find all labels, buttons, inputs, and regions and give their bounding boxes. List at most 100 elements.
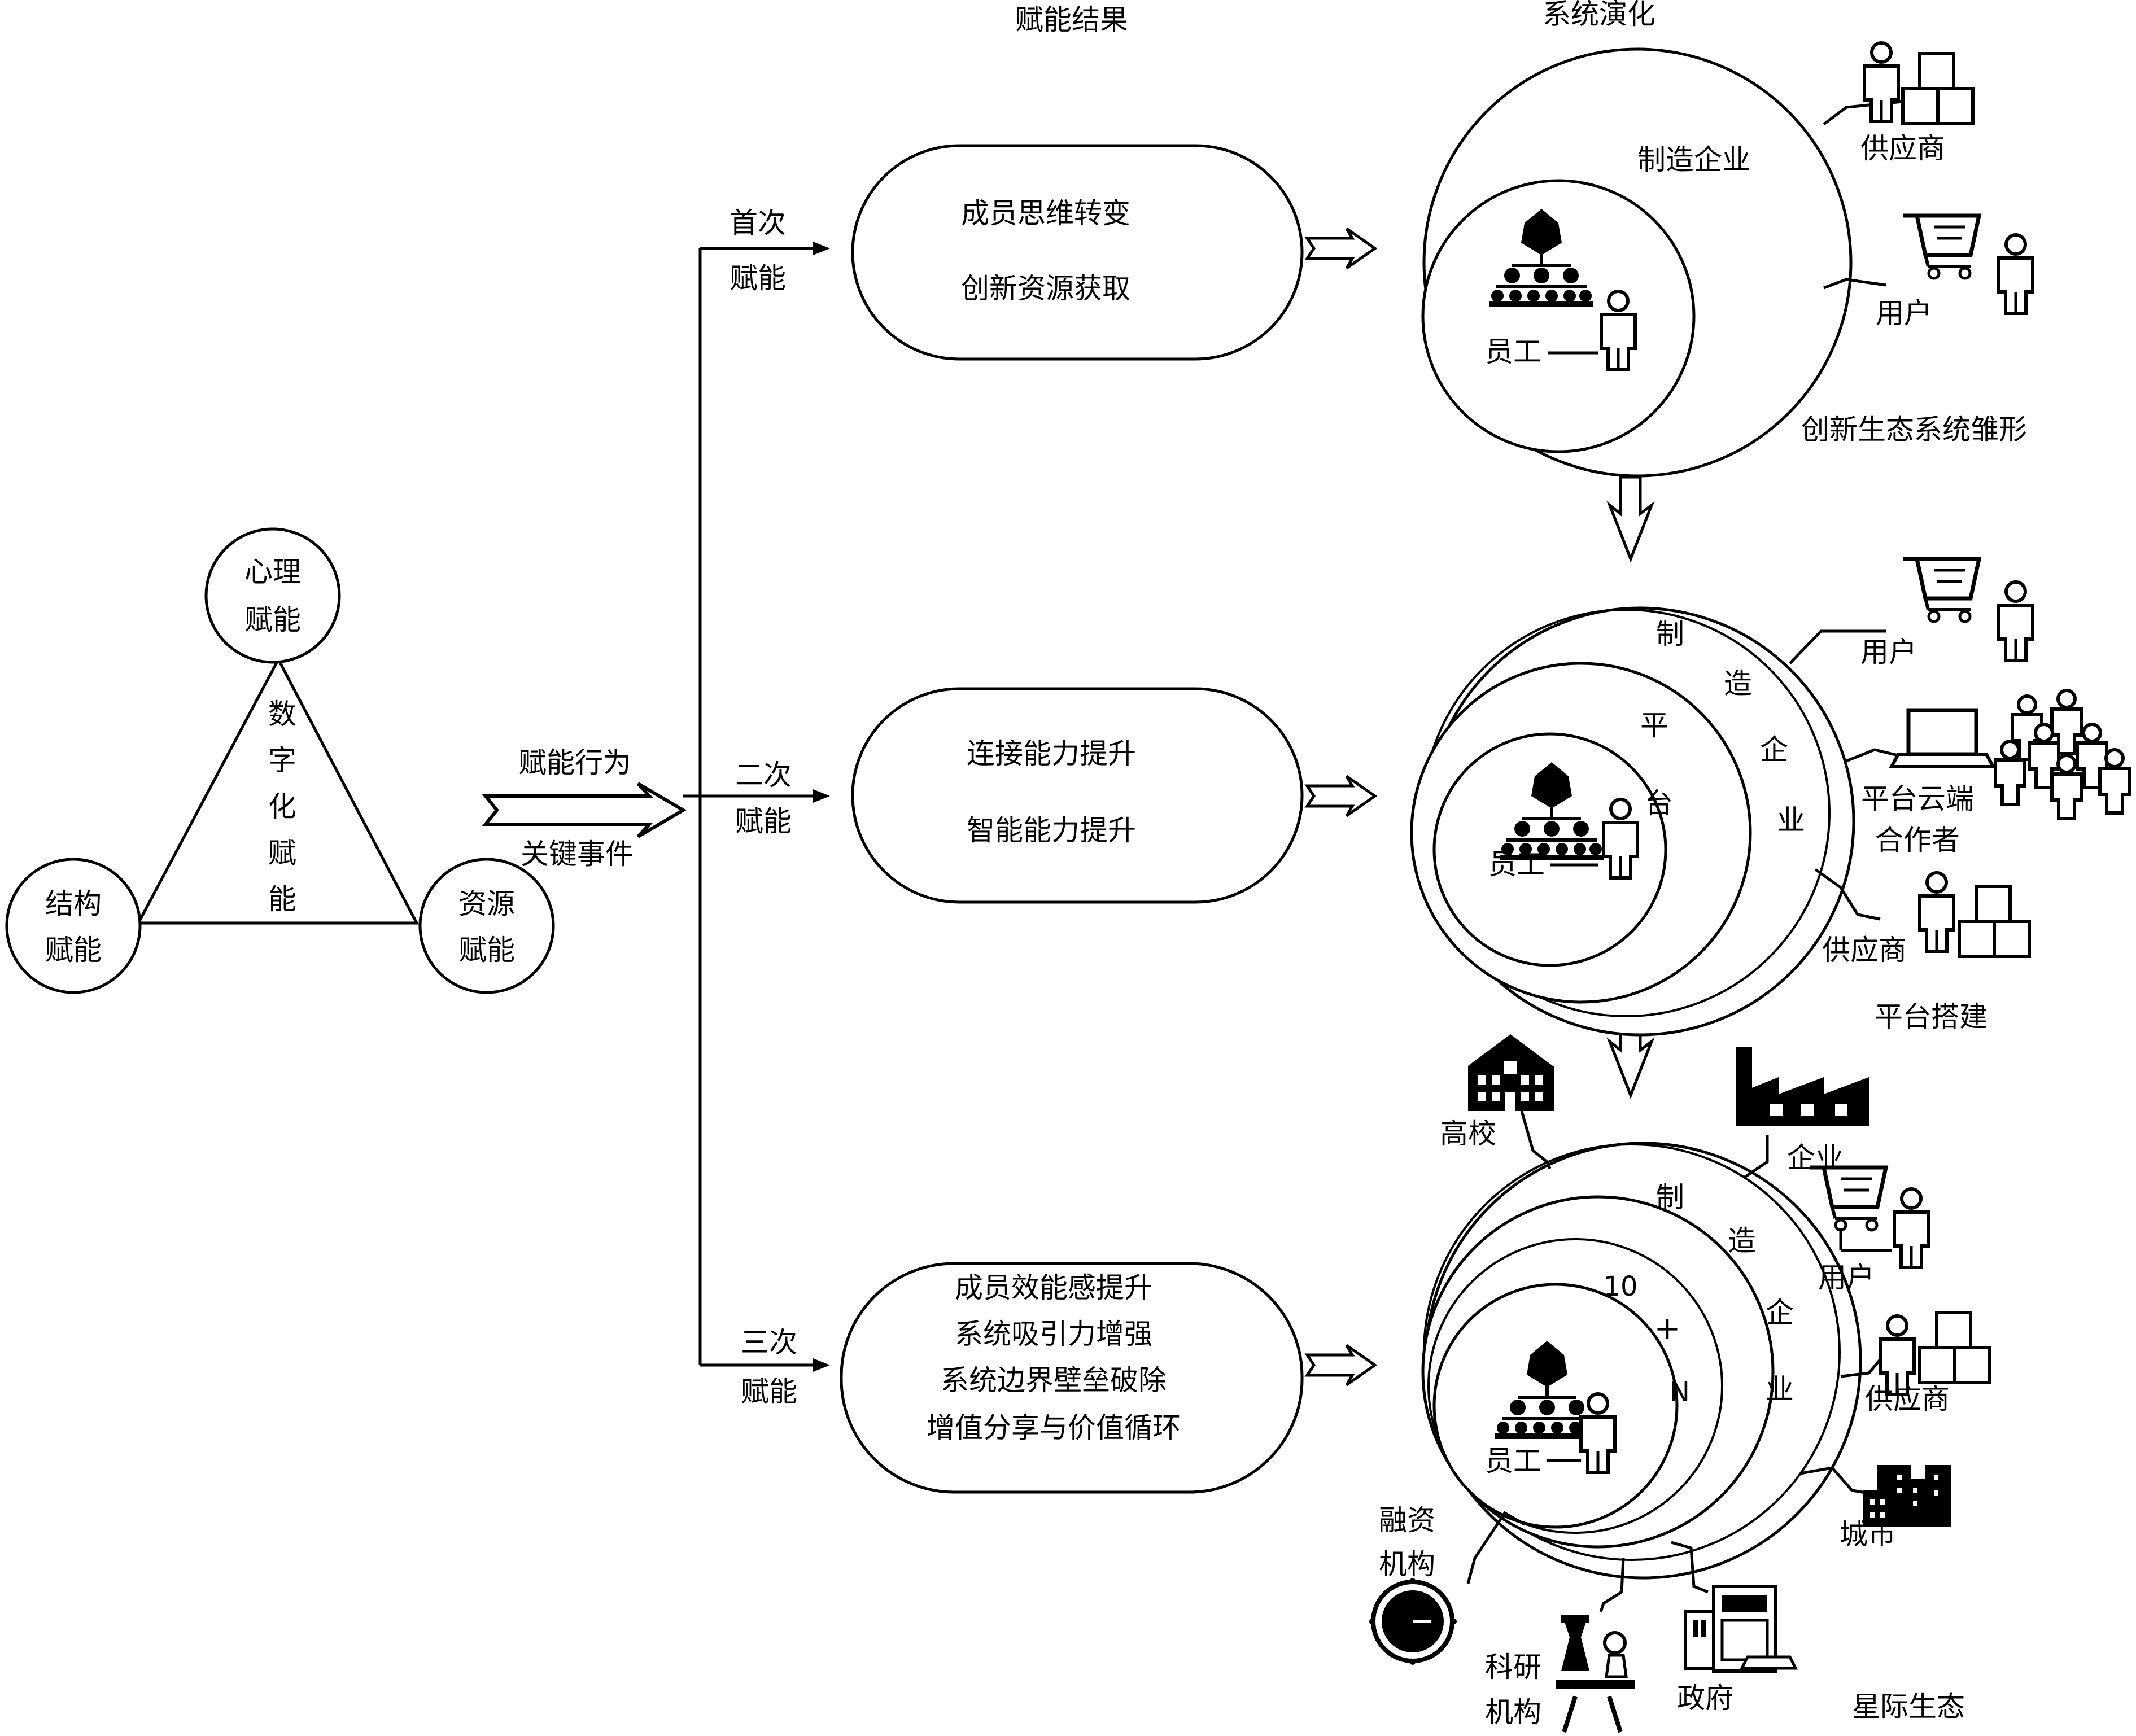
center-char-4: 赋 [268, 837, 296, 869]
microscope-icon [1556, 1615, 1635, 1733]
system2-inner-circle [1432, 732, 1667, 967]
system2-cloud-label-2: 合作者 [1875, 824, 1960, 856]
results-header: 赋能结果 [1015, 3, 1128, 36]
system3-middle-char-2: + [1654, 1310, 1681, 1347]
stage1-label-2: 赋能 [730, 262, 786, 295]
system2-supplier-boxes-icon [1959, 886, 2029, 956]
stage3-label-1: 三次 [741, 1326, 797, 1359]
stage2-label-1: 二次 [735, 759, 792, 792]
psychological-label-1: 心理 [244, 556, 301, 588]
psychological-node [204, 527, 341, 664]
system3-middle-char-3: N [1670, 1376, 1690, 1408]
research-connector [1599, 1558, 1625, 1612]
system2-supplier-label: 供应商 [1822, 934, 1907, 967]
stage2-result-1: 连接能力提升 [967, 737, 1136, 770]
action-arrow: 赋能行为 关键事件 [482, 746, 687, 871]
stage3-results-box [840, 1262, 1304, 1494]
branch-arrowhead-1 [813, 242, 830, 255]
stage1-label-1: 首次 [730, 207, 786, 239]
resource-label-1: 资源 [458, 887, 515, 920]
system2-middle-char-1: 平 [1640, 709, 1668, 742]
structural-label-1: 结构 [45, 887, 102, 920]
system1-supplier-label: 供应商 [1860, 132, 1945, 165]
user-person-icon [1999, 235, 2033, 313]
system3-outer-char-1: 制 [1656, 1181, 1684, 1214]
system1-user-connector [1823, 278, 1886, 290]
government-label: 政府 [1677, 1682, 1733, 1715]
resource-node [418, 858, 555, 994]
stage1-result-2: 创新资源获取 [961, 272, 1130, 305]
system1-caption: 创新生态系统雏形 [1801, 413, 2027, 446]
system3-supplier-boxes-icon [1920, 1313, 1990, 1383]
supplier-boxes-icon [1903, 54, 1973, 124]
system1-inner-circle [1421, 179, 1696, 453]
system2-outer-char-4: 业 [1777, 804, 1805, 837]
system2-user-label: 用户 [1860, 636, 1917, 668]
system3-middle-char-1: 10 [1603, 1271, 1637, 1302]
system3-ten-n-circle-ring [1427, 1238, 1723, 1534]
action-label-bottom: 关键事件 [521, 838, 634, 871]
resource-label-2: 赋能 [458, 934, 515, 967]
finance-label-2: 机构 [1379, 1548, 1435, 1581]
system2-user-cart-icon [1903, 559, 1979, 622]
system3-inner-circle [1432, 1283, 1679, 1529]
system2-outer-char-2: 造 [1724, 667, 1752, 700]
stage1-results-box [851, 144, 1304, 361]
stage3-to-system-arrow [1307, 1345, 1375, 1385]
action-arrow-shape [482, 782, 687, 838]
finance-connector [1466, 1511, 1526, 1584]
supplier-person-icon [1864, 43, 1898, 121]
system3-user-label: 用户 [1818, 1261, 1875, 1294]
university-label: 高校 [1440, 1117, 1496, 1150]
laptop-icon [1888, 708, 1997, 768]
structural-label-2: 赋能 [45, 934, 102, 967]
system2-outer-char-1: 制 [1656, 618, 1684, 650]
stage2-to-system-arrow [1307, 776, 1375, 816]
stage2-results-box [851, 687, 1304, 904]
system2-cloud-label-1: 平台云端 [1861, 782, 1974, 815]
system2-caption: 平台搭建 [1875, 1000, 1988, 1033]
university-connector [1520, 1110, 1552, 1169]
stage1-result-1: 成员思维转变 [961, 197, 1130, 230]
system3-employee-label: 员工 [1485, 1445, 1541, 1477]
branch-arrowhead-3 [813, 1358, 830, 1372]
factory-icon [1736, 1047, 1869, 1126]
stage2-result-2: 智能能力提升 [967, 814, 1136, 847]
city-label: 城市 [1840, 1518, 1896, 1551]
system2-cloud-connector [1846, 748, 1903, 763]
system3-outer-char-3: 企 [1766, 1296, 1794, 1329]
system3-caption: 星际生态 [1852, 1690, 1965, 1723]
stage2-label-2: 赋能 [735, 805, 792, 838]
system3-user-cart-icon [1810, 1167, 1886, 1230]
structural-node [5, 858, 142, 994]
system1-outer-label: 制造企业 [1637, 143, 1750, 176]
branch-lines [683, 242, 830, 1372]
system2-employee-label: 员工 [1488, 848, 1545, 881]
stage3-result-3: 系统边界壁垒破除 [941, 1364, 1167, 1397]
stage3-result-1: 成员效能感提升 [955, 1271, 1152, 1304]
system2-middle-char-2: 台 [1645, 787, 1673, 820]
partners-crowd-icon [1995, 690, 2129, 819]
system3-supplier-connector [1840, 1358, 1881, 1378]
system2-outer-char-3: 企 [1760, 733, 1788, 766]
system2-supplier-person-icon [1920, 873, 1954, 951]
action-label-top: 赋能行为 [518, 746, 631, 779]
branch-arrowhead-2 [813, 789, 830, 803]
system3-supplier-label: 供应商 [1865, 1383, 1950, 1415]
government-connector [1671, 1541, 1709, 1594]
finance-label-1: 融资 [1379, 1504, 1435, 1537]
center-char-5: 能 [268, 883, 296, 916]
system3-outer-char-4: 业 [1766, 1373, 1794, 1406]
system3-user-person-icon [1894, 1189, 1928, 1267]
evolution-down-arrow-1 [1606, 475, 1655, 563]
evolution-header: 系统演化 [1543, 0, 1655, 30]
center-char-2: 字 [268, 744, 296, 777]
stage3-result-4: 增值分享与价值循环 [927, 1411, 1181, 1444]
center-char-3: 化 [268, 790, 296, 823]
system1-employee-label: 员工 [1485, 335, 1541, 368]
safe-dial-icon [1369, 1578, 1457, 1665]
system2: 制 造 企 业 平 台 员工 用户 平台云端 合作者 [1410, 559, 2129, 1037]
city-connector [1799, 1466, 1869, 1495]
system2-user-person-icon [1999, 582, 2033, 661]
